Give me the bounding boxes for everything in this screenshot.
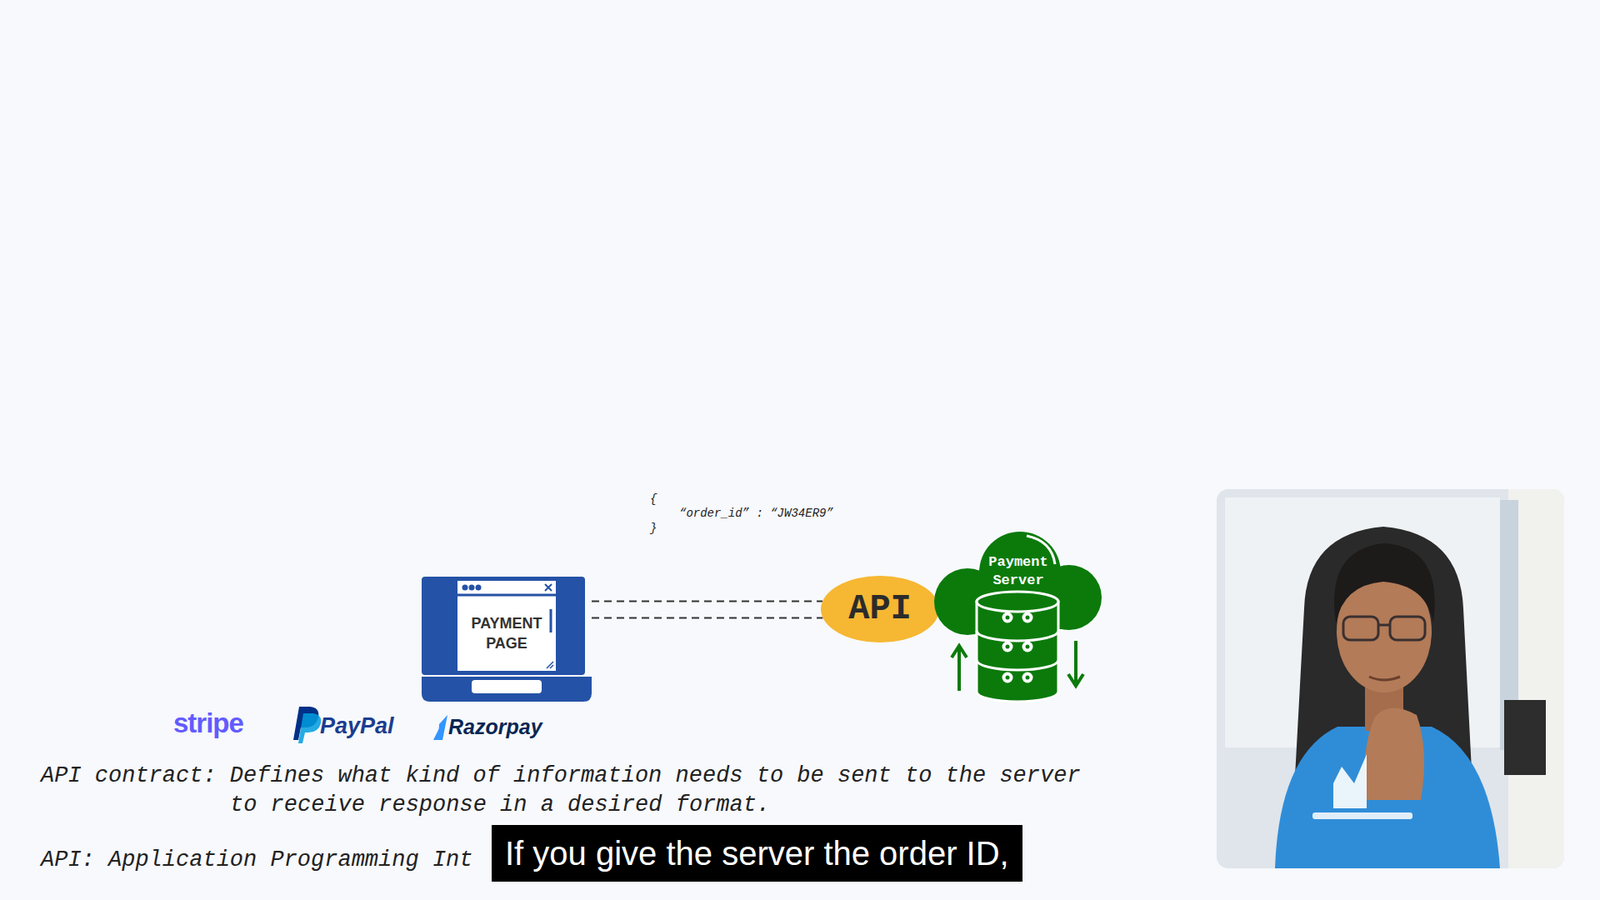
server-shape-part-part	[1022, 672, 1034, 684]
presenter-photo-part	[1504, 700, 1546, 775]
presenter-photo-part	[1378, 624, 1390, 627]
server-shape-part	[976, 591, 1059, 702]
json-brace: }	[650, 520, 657, 536]
laptop-shape-part	[546, 661, 554, 669]
paypal-icon	[293, 706, 321, 744]
server-shape-part-part	[1025, 645, 1030, 650]
presenter-photo-part	[1365, 707, 1425, 800]
server-shape-part-part	[976, 660, 1059, 670]
dashed-connector	[591, 601, 823, 619]
presenter-photo-part	[1216, 489, 1565, 869]
paypal-icon-part	[298, 713, 321, 744]
page-label: PAYMENT PAGE	[457, 595, 556, 672]
server-shape-part-part	[1022, 641, 1034, 653]
laptop-shape-part	[421, 576, 585, 675]
definition-note: API: Application Programming Int	[40, 845, 473, 875]
server-shape-part-part	[1005, 675, 1010, 680]
server-shape-part-part	[1005, 645, 1010, 650]
paypal-logo: PayPal	[320, 714, 395, 740]
razorpay-icon-part	[438, 715, 448, 740]
laptop-shape-part	[456, 594, 557, 597]
server-shape-part-part	[1002, 672, 1014, 684]
server-shape-part-part	[1002, 641, 1014, 653]
api-ellipse: API	[820, 575, 940, 643]
api-label: API	[820, 575, 940, 643]
razorpay-icon	[433, 715, 448, 740]
laptop-shape-part	[475, 585, 482, 591]
laptop-shape	[421, 576, 592, 702]
presenter-photo-part	[1333, 754, 1367, 809]
server-shape-part-part	[1005, 615, 1010, 620]
laptop-shape-part	[545, 584, 552, 591]
server-shape-part-part	[1025, 675, 1030, 680]
definition-note: API contract: Defines what kind of infor…	[40, 761, 1108, 820]
laptop-shape-part	[462, 585, 469, 591]
subtitle-caption: If you give the server the order ID,	[491, 825, 1023, 882]
laptop-shape-part	[550, 609, 553, 633]
server-shape-part-part	[1022, 612, 1034, 624]
laptop-shape-part	[421, 676, 592, 702]
laptop-shape-part	[456, 580, 557, 672]
server-cloud: Payment Server	[933, 530, 1102, 702]
server-shape-part-part	[976, 591, 1059, 612]
server-shape-part-part	[1002, 612, 1014, 624]
server-shape-part	[951, 645, 967, 691]
server-shape-part-part	[1025, 615, 1030, 620]
presenter-photo-part	[1390, 616, 1425, 640]
json-brace: {	[650, 491, 657, 507]
stripe-logo: stripe	[173, 708, 244, 739]
presenter-photo-part	[1369, 676, 1400, 680]
server-shape	[934, 531, 1102, 702]
laptop-shape-part	[469, 585, 475, 591]
presenter-photo	[1216, 489, 1565, 869]
presenter-photo-part	[1334, 543, 1435, 624]
laptop-node: PAYMENT PAGE	[421, 576, 592, 702]
json-field: “order_id” : “JW34ER9”	[679, 505, 834, 521]
razorpay-logo: Razorpay	[448, 715, 543, 740]
presenter-photo-part	[1343, 616, 1379, 640]
server-shape-part-part	[976, 630, 1059, 641]
api-ellipse-shape	[820, 575, 940, 643]
laptop-shape-part	[471, 680, 542, 694]
server-shape-part	[1068, 640, 1084, 686]
server-shape-part-part	[976, 601, 1059, 702]
presenter-photo-part	[1312, 812, 1413, 820]
server-label: Payment Server	[976, 550, 1060, 593]
